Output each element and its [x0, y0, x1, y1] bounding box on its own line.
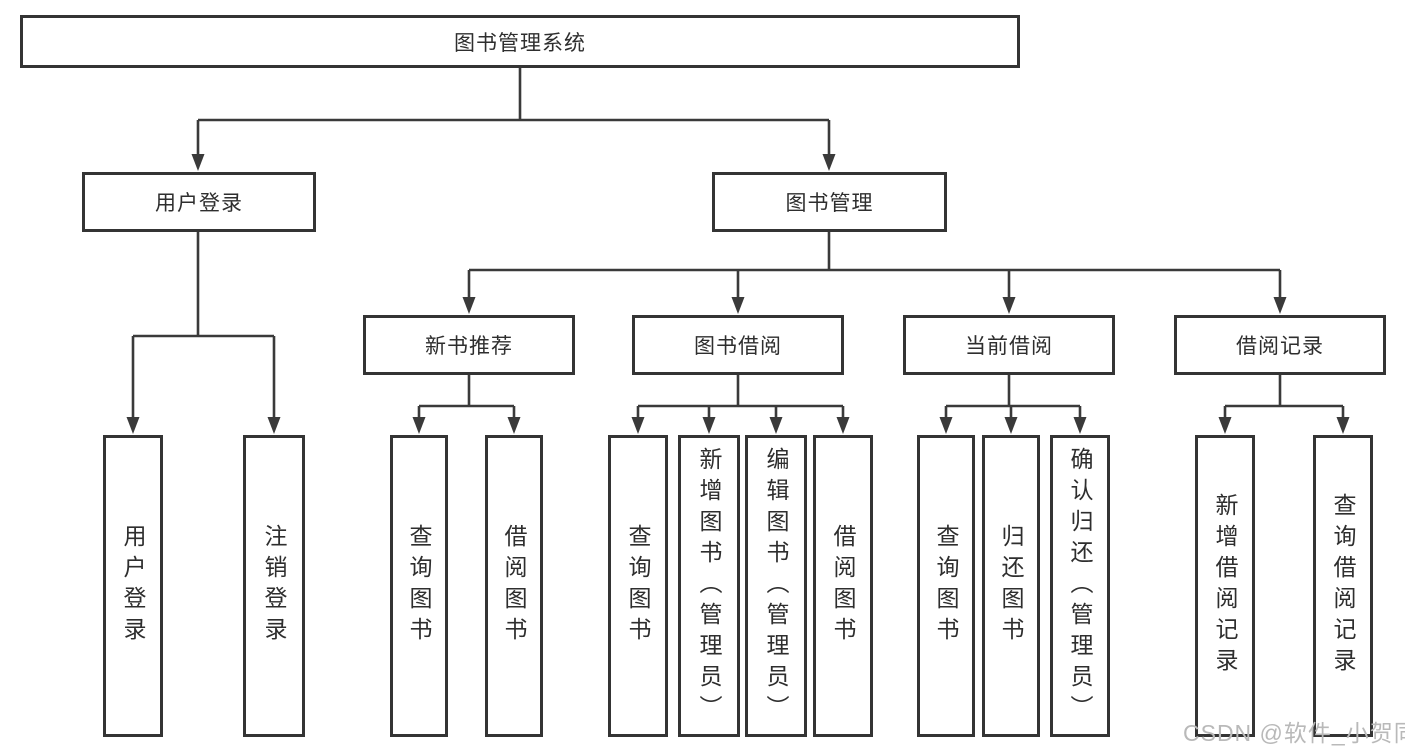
node-label: 图书管理系统: [454, 31, 586, 55]
leaf-return-books: 归还图书: [982, 435, 1040, 737]
leaf-edit-books-admin: 编辑图书（管理员）: [745, 435, 807, 737]
node-label: 查询图书: [625, 524, 651, 648]
node-label: 查询图书: [406, 524, 432, 648]
node-new-book-recommend: 新书推荐: [363, 315, 575, 375]
node-label: 新书推荐: [425, 335, 513, 358]
node-label: 注销登录: [261, 524, 287, 648]
node-label: 图书借阅: [694, 335, 782, 358]
node-label: 新增借阅记录: [1212, 493, 1238, 679]
node-label: 当前借阅: [965, 335, 1053, 358]
csdn-watermark: CSDN @软件_小贺同学: [1183, 720, 1405, 746]
node-label: 编辑图书（管理员）: [763, 446, 789, 726]
arrowhead-icons: [126, 154, 1350, 434]
leaf-query-borrow-record: 查询借阅记录: [1313, 435, 1373, 737]
leaf-confirm-return-admin: 确认归还（管理员）: [1050, 435, 1110, 737]
leaf-user-login: 用户登录: [103, 435, 163, 737]
node-label: 新增图书（管理员）: [696, 446, 722, 726]
node-label: 归还图书: [998, 524, 1024, 648]
node-book-management: 图书管理: [712, 172, 947, 232]
node-label: 借阅记录: [1236, 335, 1324, 358]
node-label: 借阅图书: [830, 524, 856, 648]
node-label: 图书管理: [785, 192, 874, 215]
leaf-add-borrow-record: 新增借阅记录: [1195, 435, 1255, 737]
node-label: 查询借阅记录: [1330, 493, 1356, 679]
node-book-borrow: 图书借阅: [632, 315, 844, 375]
node-borrow-records: 借阅记录: [1174, 315, 1386, 375]
node-current-borrow: 当前借阅: [903, 315, 1115, 375]
node-label: 借阅图书: [501, 524, 527, 648]
node-label: 查询图书: [933, 524, 959, 648]
leaf-add-books-admin: 新增图书（管理员）: [678, 435, 740, 737]
leaf-logout: 注销登录: [243, 435, 305, 737]
node-label: 确认归还（管理员）: [1067, 446, 1093, 726]
leaf-query-books-borrow: 查询图书: [608, 435, 668, 737]
node-library-management-system: 图书管理系统: [20, 15, 1020, 68]
leaf-borrow-books-recommend: 借阅图书: [485, 435, 543, 737]
node-label: 用户登录: [120, 524, 146, 648]
leaf-query-books-current: 查询图书: [917, 435, 975, 737]
leaf-borrow-books: 借阅图书: [813, 435, 873, 737]
node-label: 用户登录: [155, 192, 243, 215]
leaf-query-books-recommend: 查询图书: [390, 435, 448, 737]
node-user-login: 用户登录: [82, 172, 316, 232]
